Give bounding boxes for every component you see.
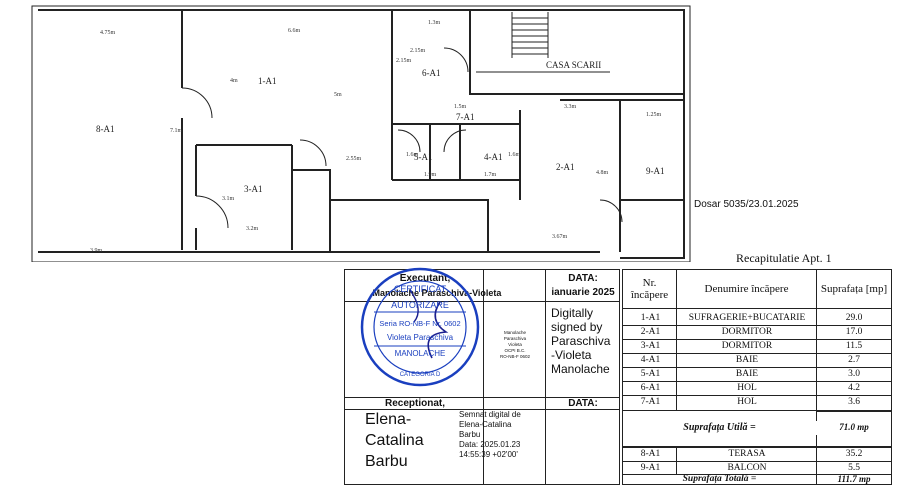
util-row-label: Suprafața Utilă =	[683, 422, 756, 433]
floor-plan: 8-A1 1-A1 3-A1 6-A1 7-A1 5-A1 4-A1 2-A1 …	[31, 5, 691, 262]
svg-text:7.1m: 7.1m	[170, 128, 183, 134]
room-label: 8-A1	[96, 124, 115, 134]
svg-text:CERTIFICAT: CERTIFICAT	[394, 284, 447, 294]
room-label: 1-A1	[258, 76, 277, 86]
wall-hall	[392, 123, 521, 180]
data-label-2: DATA:	[568, 398, 598, 409]
digital-signature-2-details: Semnat digital de Elena-Catalina Barbu D…	[459, 410, 521, 459]
svg-text:4m: 4m	[230, 78, 238, 84]
svg-text:1.25m: 1.25m	[646, 112, 662, 118]
executant-name: Manolache Paraschiva-Violeta	[372, 288, 502, 298]
header-area: Suprafața [mp]	[820, 283, 888, 295]
svg-text:1.3m: 1.3m	[428, 20, 441, 26]
svg-text:CATEGORIA D: CATEGORIA D	[400, 372, 441, 378]
room-label: 4-A1	[484, 152, 503, 162]
svg-text:3.1m: 3.1m	[222, 196, 235, 202]
svg-text:2.15m: 2.15m	[410, 48, 426, 54]
title-block: Executant, Manolache Paraschiva-Violeta …	[344, 269, 620, 485]
svg-text:4.8m: 4.8m	[596, 170, 609, 176]
data-label: DATA:	[568, 273, 598, 284]
svg-text:3.9m: 3.9m	[90, 248, 103, 254]
room-label: 7-A1	[456, 112, 475, 122]
data-value: ianuarie 2025	[551, 287, 615, 298]
svg-text:Violeta Paraschiva: Violeta Paraschiva	[387, 333, 454, 342]
wall-6	[391, 10, 520, 181]
door-arc	[599, 199, 623, 223]
svg-text:5m: 5m	[334, 92, 342, 98]
authorization-stamp: CERTIFICAT AUTORIZARE Seria RO-NB-F Nr. …	[360, 267, 480, 387]
wall-1-bottom	[292, 169, 331, 200]
stair-label: CASA SCARII	[546, 60, 601, 70]
stair-box	[469, 10, 684, 95]
digital-signature-1: Digitally signed by Paraschiva -Violeta …	[551, 306, 611, 376]
recap-title: Recapitulatie Apt. 1	[736, 251, 832, 265]
file-number: Dosar 5035/23.01.2025	[694, 199, 799, 210]
door-arc	[397, 129, 421, 153]
room-label: 5-A1	[414, 152, 433, 162]
svg-text:MANOLACHE: MANOLACHE	[395, 349, 446, 358]
svg-text:3.2m: 3.2m	[246, 226, 259, 232]
total-row: Suprafața Totală = 111.7 mp	[682, 474, 871, 484]
svg-text:Seria RO-NB-F Nr. 0602: Seria RO-NB-F Nr. 0602	[379, 319, 460, 328]
header-name: Denumire încăpere	[704, 283, 789, 295]
room-label: 6-A1	[422, 68, 441, 78]
area-table: Nr. încăpere Denumire încăpere Suprafața…	[622, 269, 892, 485]
outer-wall	[38, 9, 685, 259]
svg-text:1.6m: 1.6m	[508, 152, 521, 158]
door-arc	[195, 195, 229, 229]
svg-text:1.9m: 1.9m	[424, 172, 437, 178]
small-stamp: Manolache Paraschiva Violeta OCPI B.C. R…	[499, 330, 530, 359]
room-label: 9-A1	[646, 166, 665, 176]
svg-text:1.5m: 1.5m	[454, 104, 467, 110]
header-nr: Nr. încăpere	[630, 277, 669, 301]
door-arc	[181, 87, 213, 119]
room-label: 2-A1	[556, 162, 575, 172]
wall-3	[195, 144, 293, 250]
svg-text:1.7m: 1.7m	[484, 172, 497, 178]
door-arc	[443, 129, 467, 153]
svg-text:2.15m: 2.15m	[396, 58, 412, 64]
door-arc	[299, 139, 327, 167]
executant-label: Executant,	[399, 273, 451, 284]
svg-text:3.67m: 3.67m	[552, 234, 568, 240]
digital-signature-2-name: Elena- Catalina Barbu	[365, 411, 424, 470]
svg-text:6.6m: 6.6m	[288, 28, 301, 34]
inner-outline	[31, 5, 691, 262]
svg-text:3.3m: 3.3m	[564, 104, 577, 110]
svg-text:4.75m: 4.75m	[100, 30, 116, 36]
svg-text:2.55m: 2.55m	[346, 156, 362, 162]
svg-text:1.6m: 1.6m	[406, 152, 419, 158]
door-arc	[443, 47, 469, 73]
receptionat-label: Receptionat,	[384, 398, 445, 409]
wall-2	[519, 99, 684, 252]
svg-text:AUTORIZARE: AUTORIZARE	[391, 300, 449, 310]
room-label: 3-A1	[244, 184, 263, 194]
